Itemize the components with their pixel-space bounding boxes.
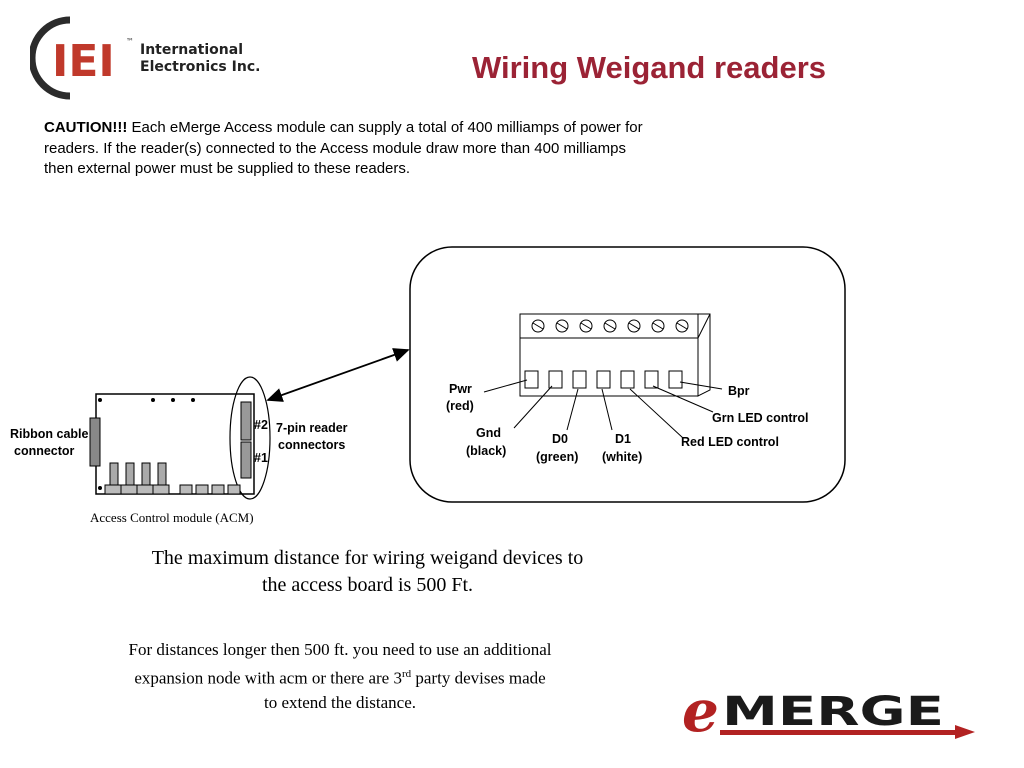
- connection-arrow: [266, 348, 410, 402]
- label-grn-led: Grn LED control: [712, 411, 809, 425]
- label-red-led: Red LED control: [681, 435, 779, 449]
- longer-line2: expansion node with acm or there are 3rd…: [80, 662, 600, 691]
- max-distance-line2: the access board is 500 Ft.: [261, 574, 474, 596]
- company-name-line1: International: [140, 42, 243, 58]
- acm-board: [89, 376, 271, 500]
- label-gnd: Gnd: [476, 426, 501, 440]
- terminal-block: [519, 313, 711, 397]
- reader-connector-1: [240, 441, 252, 479]
- emerge-logo-e: e: [682, 677, 719, 745]
- longer-line2-b: party devises made: [411, 668, 546, 688]
- iei-tm: ™: [126, 37, 134, 46]
- emerge-logo-text: MERGE: [722, 689, 944, 735]
- caution-label: CAUTION!!!: [44, 119, 128, 136]
- longer-line3: to extend the distance.: [263, 692, 416, 712]
- max-distance-line1: The maximum distance for wiring weigand …: [151, 547, 584, 569]
- longer-line2-a: expansion node with acm or there are 3: [134, 668, 402, 688]
- caution-text: Each eMerge Access module can supply a t…: [44, 119, 643, 177]
- wiring-diagram: Ribbon cable connector #2 #1 7-pin reade…: [10, 246, 846, 525]
- emerge-logo-swoosh: [720, 725, 975, 739]
- reader-connector-2: [240, 401, 252, 441]
- label-pwr-color: (red): [446, 399, 474, 413]
- connector-num-2: #2: [254, 418, 268, 432]
- label-d1: D1: [615, 432, 631, 446]
- label-gnd-color: (black): [466, 444, 506, 458]
- label-bpr: Bpr: [728, 384, 750, 398]
- acm-caption: Access Control module (ACM): [90, 510, 254, 525]
- emerge-logo: e MERGE: [680, 675, 980, 745]
- ribbon-label-line1: Ribbon cable: [10, 427, 89, 441]
- company-name-line2: Electronics Inc.: [140, 59, 260, 75]
- ribbon-connector: [89, 417, 101, 467]
- label-d0: D0: [552, 432, 568, 446]
- iei-logo-text: IEI: [52, 36, 115, 87]
- longer-distance-note: For distances longer then 500 ft. you ne…: [80, 638, 600, 715]
- longer-line1: For distances longer then 500 ft. you ne…: [128, 640, 552, 659]
- max-distance-note: The maximum distance for wiring weigand …: [110, 545, 625, 599]
- longer-line2-sup: rd: [401, 668, 412, 680]
- iei-logo: IEI ™ International Electronics Inc.: [28, 14, 270, 104]
- label-pwr: Pwr: [449, 382, 472, 396]
- label-d1-color: (white): [602, 450, 642, 464]
- pin-label-line2: connectors: [278, 438, 345, 452]
- connector-num-1: #1: [254, 451, 268, 465]
- label-d0-color: (green): [536, 450, 578, 464]
- connector-highlight-ellipse: [229, 376, 271, 500]
- ribbon-label-line2: connector: [14, 444, 75, 458]
- page-title: Wiring Weigand readers: [472, 50, 827, 85]
- pin-label-line1: 7-pin reader: [276, 421, 348, 435]
- caution-note: CAUTION!!! Each eMerge Access module can…: [44, 118, 644, 180]
